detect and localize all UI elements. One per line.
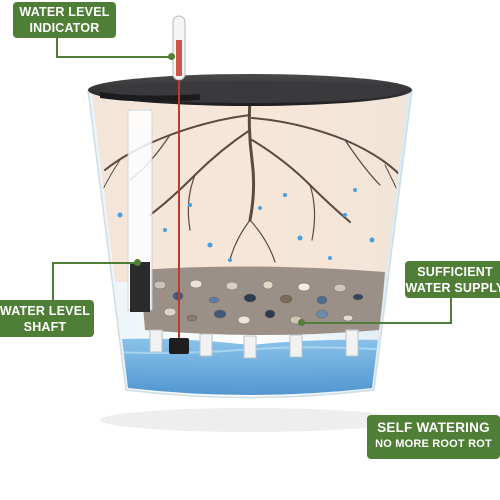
self-watering-line1: SELF WATERING <box>377 420 490 435</box>
water-droplets <box>117 188 375 262</box>
indicator-connector-line <box>56 38 58 56</box>
sufficient-water-supply-label: SUFFICIENT WATER SUPPLY <box>405 261 500 298</box>
gravel-stones <box>153 279 364 325</box>
self-watering-line2: NO MORE ROOT ROT <box>375 438 492 450</box>
shaft-connector-line <box>52 262 54 300</box>
shaft-connector-line-h <box>52 262 137 264</box>
pot-shadow <box>100 408 400 432</box>
supply-connector-line-h <box>302 322 452 324</box>
plant-roots <box>99 98 403 263</box>
water-level-indicator-label: WATER LEVEL INDICATOR <box>13 2 116 38</box>
sufficient-water-supply-line2: WATER SUPPLY <box>405 281 500 295</box>
sufficient-water-supply-line1: SUFFICIENT <box>417 265 493 279</box>
gravel-layer <box>140 266 385 335</box>
indicator-connector-dot <box>168 53 175 60</box>
water-level-shaft-line1: WATER LEVEL <box>0 304 91 318</box>
water-level-shaft-label: WATER LEVEL SHAFT <box>0 300 94 337</box>
water-level-indicator-line1: WATER LEVEL <box>19 5 110 19</box>
water-level-shaft-line2: SHAFT <box>23 320 67 334</box>
supply-connector-dot <box>298 319 305 326</box>
water-level-indicator-line2: INDICATOR <box>29 21 100 35</box>
water-level-indicator-rod <box>169 15 189 354</box>
shaft-connector-dot <box>134 259 141 266</box>
self-watering-label: SELF WATERING NO MORE ROOT ROT <box>367 415 500 459</box>
wicking-legs <box>149 329 359 359</box>
indicator-connector-line-h <box>56 56 171 58</box>
supply-connector-line <box>450 298 452 322</box>
